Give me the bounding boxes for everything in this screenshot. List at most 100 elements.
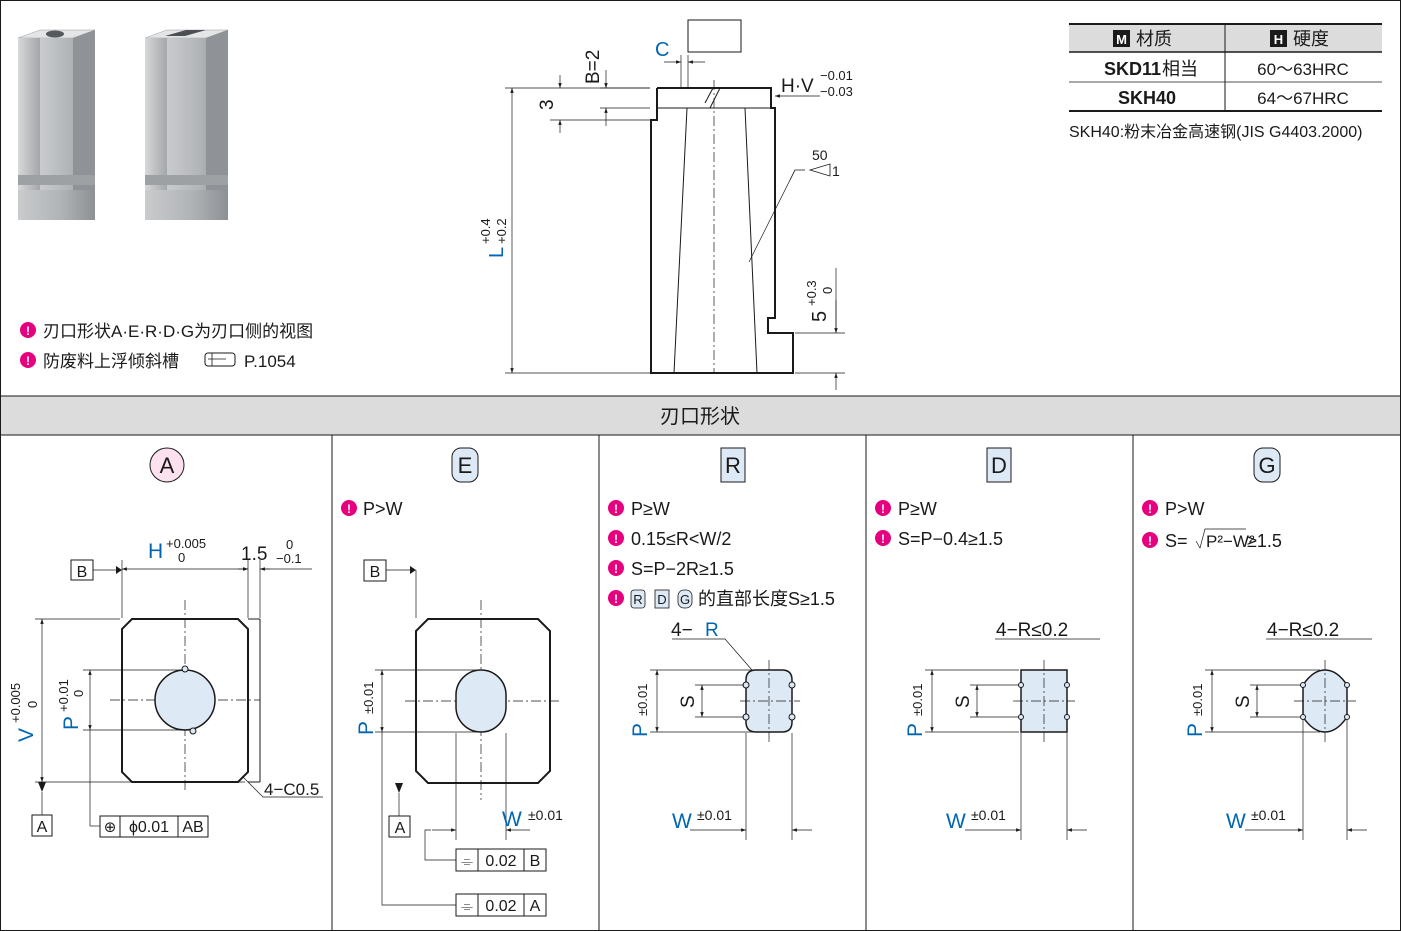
svg-text:M: M [1116,32,1127,47]
material-icon [1113,30,1130,47]
section-title: 刃口形状 [660,405,740,428]
condition-text: S=P−0.4≥1.5 [898,529,1003,549]
position-tolerance-icon: ⊕ [104,819,117,836]
svg-text:−0.1: −0.1 [276,551,302,566]
svg-text:0.02: 0.02 [485,898,516,915]
exclamation-icon [341,500,357,516]
exclamation-icon [608,500,624,516]
svg-text:A: A [530,898,541,915]
condition-text: 的直部长度S≥1.5 [698,589,835,609]
shape-A-panel: A H +0.005 0 1.5 0 −0.1 B [8,447,323,838]
svg-text:D: D [991,453,1007,478]
svg-text:!: ! [1148,534,1152,548]
exclamation-icon [1142,500,1158,516]
svg-text:!: ! [347,502,351,516]
symmetry-icon: ⌯ [461,853,473,870]
shape-D-panel: D ! P≥W ! S=P−0.4≥1.5 4−R≤0.2 S P ±0.01 [875,447,1100,840]
dim-L: L [486,247,508,258]
note-slug-groove: ! 防废料上浮倾斜槽 P.1054 [20,352,296,371]
condition-text: S= [1165,531,1188,551]
svg-text:D: D [657,592,666,607]
note-text: 刃口形状A·E·R·D·G为刃口侧的视图 [43,322,313,341]
note-shape-view: ! 刃口形状A·E·R·D·G为刃口侧的视图 [20,322,313,341]
shape-G-mini-badge [677,589,693,609]
hardness-cell: 64～67HRC [1257,89,1349,108]
shape-A-badge [149,447,185,483]
dim-B: B=2 [583,50,604,84]
shape-G-badge [1253,447,1281,483]
condition-text: P>W [363,499,403,519]
svg-text:!: ! [26,354,30,368]
svg-text:±0.01: ±0.01 [528,807,563,823]
dim-L-tol-top: +0.4 [478,218,493,244]
svg-text:ϕ0.01: ϕ0.01 [129,819,169,836]
svg-text:G: G [1258,453,1275,478]
svg-text:!: ! [614,592,618,606]
condition-text: 0.15≤R<W/2 [631,529,731,549]
product-photo-square [144,29,229,220]
svg-text:±0.01: ±0.01 [697,807,732,823]
dim-5: 5 [809,311,831,322]
dim-P: P [904,723,927,737]
svg-text:!: ! [881,532,885,546]
shape-R-badge [720,447,746,483]
hardness-icon [1270,30,1287,47]
svg-text:A: A [160,453,175,478]
svg-text:R: R [633,592,642,607]
radius-prefix: 4− [671,620,693,641]
svg-text:!: ! [614,502,618,516]
svg-text:!: ! [881,502,885,516]
product-photo-round [17,29,96,220]
page-reference-link[interactable]: P.1054 [244,352,296,371]
taper-ratio-top: 50 [812,147,828,163]
radius-callout: 4−R≤0.2 [996,620,1068,641]
svg-text:±0.01: ±0.01 [1251,807,1286,823]
dim-P: P [60,716,83,730]
chamfer-callout: 4−C0.5 [264,780,319,799]
table-header-hardness: 硬度 [1293,29,1329,49]
punch-side-view: B=2 3 C H·V −0.01 −0.03 L +0.4 +0.2 50 1 [478,19,853,390]
svg-text:AB: AB [182,819,203,836]
svg-text:0: 0 [25,701,40,708]
dim-HV-tol-bot: −0.03 [820,84,853,99]
condition-text: P≥W [631,499,670,519]
shape-R-panel: R ! P≥W ! 0.15≤R<W/2 ! S=P−2R≥1.5 ! R D … [608,447,835,840]
dim-W: W [672,810,692,833]
dim-S: S [953,695,974,708]
svg-text:!: ! [1148,502,1152,516]
datum-B: B [370,564,381,581]
exclamation-icon [20,352,36,368]
svg-text:!: ! [614,532,618,546]
svg-text:±0.01: ±0.01 [971,807,1006,823]
condition-text: ≥1.5 [1247,531,1282,551]
symmetry-icon: ⌯ [461,898,473,915]
dim-H: H [148,540,163,563]
material-footnote: SKH40:粉末冶金高速钢(JIS G4403.2000) [1069,123,1362,141]
dim-W: W [946,810,966,833]
svg-text:B: B [77,564,88,581]
shape-R-mini-badge [630,589,646,609]
dim-5-tol-top: +0.3 [804,280,819,306]
dim-S: S [1233,695,1254,708]
table-header-material: 材质 [1136,29,1172,49]
condition-text: S=P−2R≥1.5 [631,559,734,579]
datum-A: A [395,820,406,837]
shape-D-badge [986,447,1012,483]
material-cell: SKD11 [1104,59,1161,79]
dim-W: W [502,808,522,831]
svg-text:0: 0 [178,550,185,565]
dim-V: V [15,728,38,742]
svg-text:+0.005: +0.005 [166,536,206,551]
dim-W: W [1226,810,1246,833]
pointing-hand-icon [204,352,236,367]
material-table: M 材质 H 硬度 SKD11 相当 60～63HRC SKH40 64～67H… [1069,23,1382,141]
taper-ratio-bot: 1 [832,163,840,179]
hardness-cell: 60～63HRC [1257,60,1349,79]
svg-text:G: G [680,592,690,607]
shape-D-mini-badge [654,589,670,609]
material-suffix: 相当 [1162,59,1198,79]
svg-text:E: E [458,453,473,478]
exclamation-icon [608,530,624,546]
svg-text:0: 0 [286,537,293,552]
